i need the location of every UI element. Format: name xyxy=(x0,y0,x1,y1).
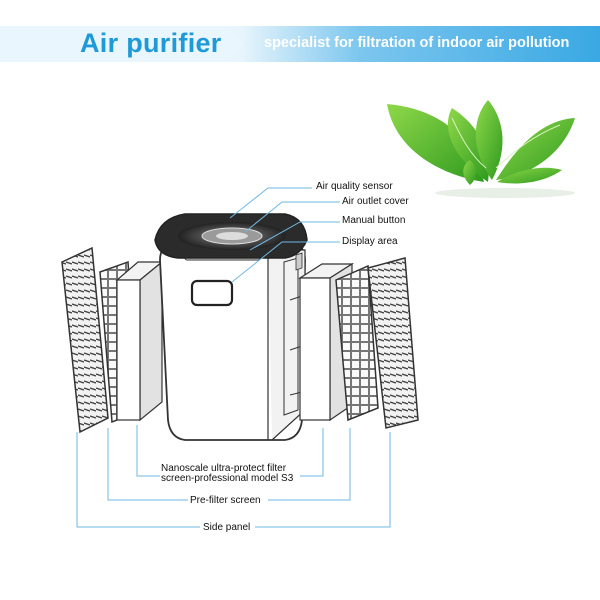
label-nanoscale-filter-1: Nanoscale ultra-protect filter xyxy=(161,463,287,474)
leaf-logo-icon xyxy=(387,100,575,198)
label-manual-button: Manual button xyxy=(342,215,406,226)
label-air-outlet-cover: Air outlet cover xyxy=(342,196,409,207)
display-area xyxy=(190,279,234,307)
label-air-quality-sensor: Air quality sensor xyxy=(316,181,393,192)
label-pre-filter-screen: Pre-filter screen xyxy=(190,495,261,506)
leader-lines-bottom xyxy=(76,425,391,528)
side-panel-right xyxy=(367,257,419,429)
label-side-panel: Side panel xyxy=(203,522,251,533)
purifier-body xyxy=(154,213,308,441)
hepa-filter-left xyxy=(115,260,164,422)
side-panel-left xyxy=(61,246,109,434)
banner-tab xyxy=(0,26,228,62)
label-nanoscale-filter-2: screen-professional model S3 xyxy=(161,473,294,484)
label-display-area: Display area xyxy=(342,236,398,247)
banner-subtitle: specialist for filtration of indoor air … xyxy=(264,35,570,51)
leader-lines-top xyxy=(229,187,340,283)
pre-filter-screen-right xyxy=(335,264,379,422)
header-banner: Air purifier specialist for filtration o… xyxy=(0,26,600,62)
banner-arrow xyxy=(228,26,244,62)
banner-title: Air purifier xyxy=(80,28,222,58)
